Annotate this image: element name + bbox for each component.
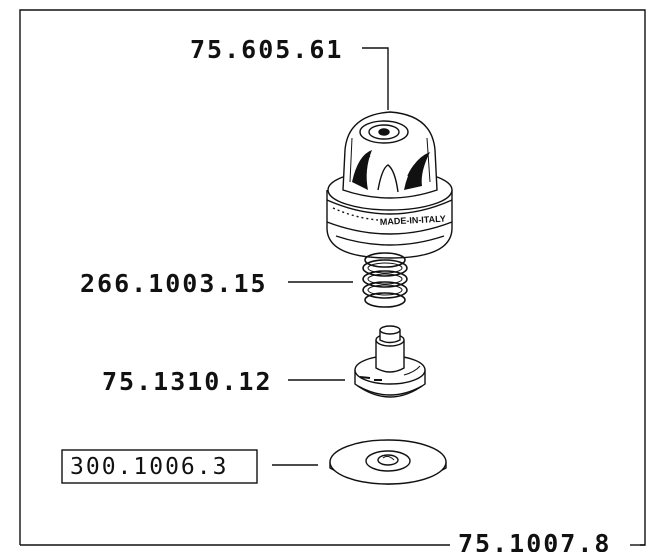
cap-part: MADE-IN-ITALY (326, 111, 453, 259)
washer-part (329, 439, 447, 485)
cap-stamp: MADE-IN-ITALY (380, 214, 446, 227)
assembly-code-label: 75.1007.8 (458, 529, 611, 552)
washer-code-box (61, 449, 258, 484)
valve-part (354, 325, 426, 398)
washer-code-label: 300.1006.3 (70, 454, 228, 480)
spring-part (362, 252, 408, 308)
spring-code-label: 266.1003.15 (80, 269, 268, 298)
leader-cap (362, 47, 389, 110)
cap-code-label: 75.605.61 (190, 35, 343, 64)
valve-code-label: 75.1310.12 (102, 367, 273, 396)
